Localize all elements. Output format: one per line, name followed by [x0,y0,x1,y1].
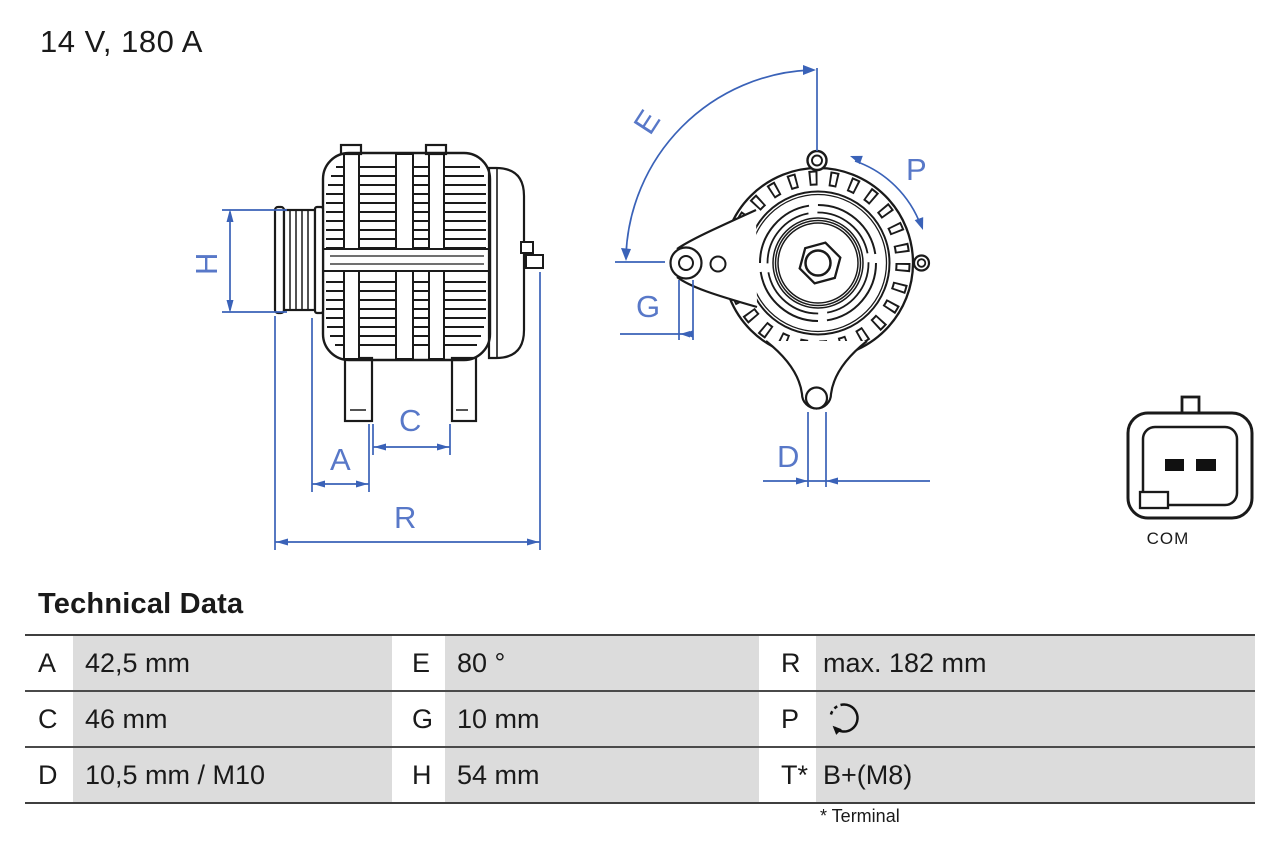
dimension-label-E: E [627,104,668,140]
belt-pulley [273,205,325,315]
side-view-dimensions: H A C R [189,209,541,550]
connector-pin [1165,459,1184,471]
dim-value-A: 42,5 mm [73,636,392,690]
voltage-current-rating: 14 V, 180 A [40,24,203,59]
technical-data-table: A 42,5 mm E 80 ° R max. 182 mm C 46 mm G… [25,634,1255,804]
table-row: A 42,5 mm E 80 ° R max. 182 mm [25,636,1255,690]
dimension-label-C: C [399,403,421,438]
dimension-label-P: P [906,152,927,187]
alternator-technical-drawing: H A C R [189,65,1254,550]
technical-data-title: Technical Data [38,588,244,620]
rotation-direction-clockwise-icon [829,703,859,735]
b-plus-terminal-stud [520,241,544,269]
dim-value-E: 80 ° [445,636,759,690]
dim-key-C: C [25,692,73,746]
dim-value-T: B+(M8) [816,748,1255,802]
terminal-footnote: * Terminal [820,806,900,826]
dimension-label-D: D [777,439,799,474]
alternator-front-view [668,149,931,410]
dim-key-G: G [392,692,445,746]
dim-value-G: 10 mm [445,692,759,746]
dim-key-E: E [392,636,445,690]
dimension-label-A: A [330,442,351,477]
dim-key-T: T* [759,748,816,802]
table-row: D 10,5 mm / M10 H 54 mm T* B+(M8) [25,746,1255,802]
dim-value-D: 10,5 mm / M10 [73,748,392,802]
dim-key-D: D [25,748,73,802]
dimension-label-H: H [189,253,224,275]
dim-value-R: max. 182 mm [816,636,1255,690]
dim-key-H: H [392,748,445,802]
connector-label: COM [1147,529,1190,548]
dimension-label-G: G [636,289,660,324]
alternator-side-view [273,143,544,423]
connector-pin [1196,459,1216,471]
dimension-label-R: R [394,500,416,535]
dim-key-A: A [25,636,73,690]
table-row: C 46 mm G 10 mm P [25,690,1255,746]
front-view-dimensions: E P G D [615,65,930,487]
dim-key-P: P [759,692,816,746]
dim-value-P [816,692,1255,746]
dim-key-R: R [759,636,816,690]
dim-value-C: 46 mm [73,692,392,746]
com-connector-icon: COM [1126,395,1254,548]
dim-value-H: 54 mm [445,748,759,802]
